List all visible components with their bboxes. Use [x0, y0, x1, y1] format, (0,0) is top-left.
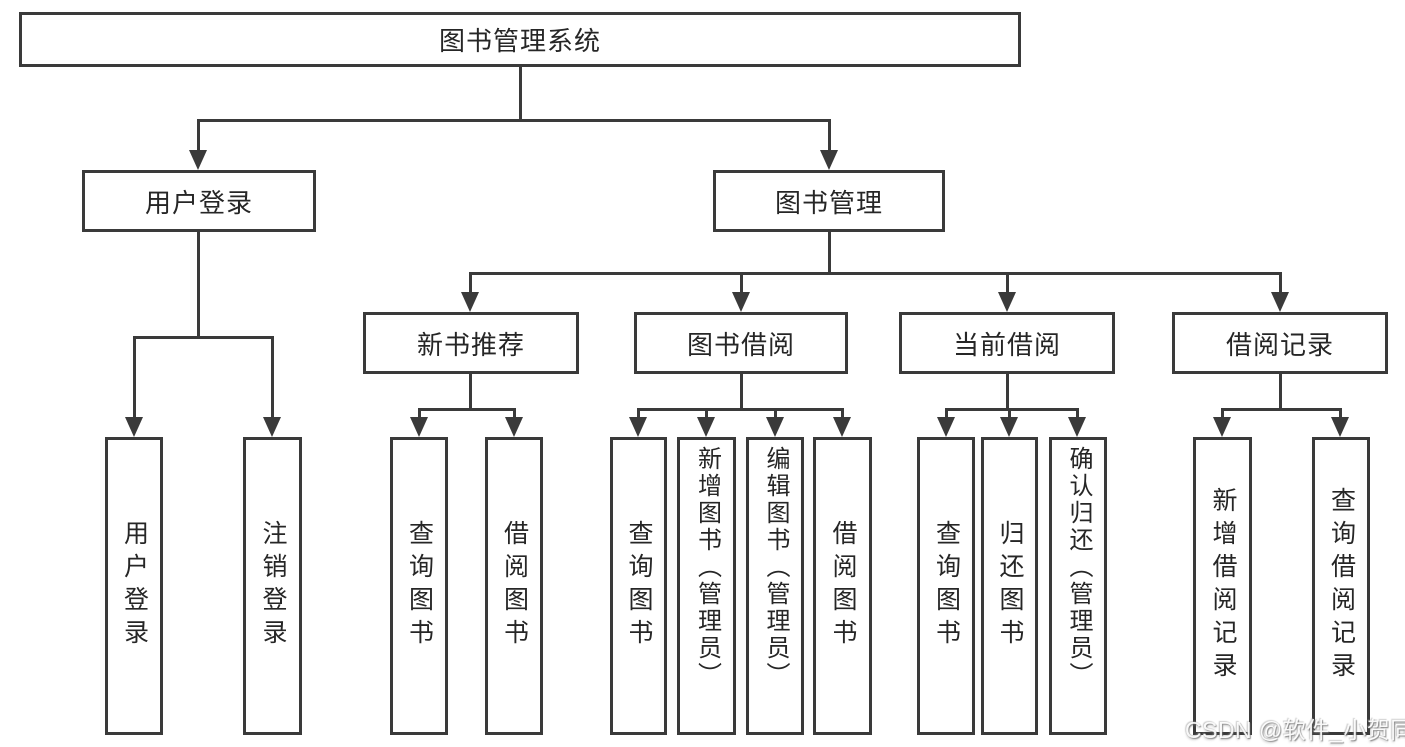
leaf-edit-books-admin-label: 编辑图书（管理员） [762, 446, 789, 689]
connector-line [1008, 408, 1011, 420]
leaf-confirm-return-admin: 确认归还（管理员） [1049, 437, 1107, 735]
connector-line [1076, 408, 1079, 420]
leaf-user-login: 用户登录 [105, 437, 163, 735]
leaf-borrow-borrow-books-label: 借阅图书 [829, 520, 857, 652]
leaf-add-books-admin: 新增图书（管理员） [677, 437, 736, 735]
leaf-return-books: 归还图书 [981, 437, 1038, 735]
leaf-recommend-query-books: 查询图书 [390, 437, 448, 735]
connector-line [469, 374, 472, 410]
node-new-book-recommend-label: 新书推荐 [416, 329, 525, 360]
connector-line [1279, 272, 1282, 294]
leaf-current-query-books-label: 查询图书 [932, 520, 961, 652]
connector-line [1006, 272, 1009, 294]
arrow-down-icon [505, 417, 523, 437]
connector-line [513, 408, 516, 420]
connector-line [1221, 408, 1342, 411]
connector-line [828, 232, 831, 275]
connector-line [841, 408, 844, 420]
arrow-down-icon [1000, 417, 1018, 437]
connector-line [197, 232, 200, 339]
arrow-down-icon [937, 417, 955, 437]
connector-line [197, 119, 200, 153]
node-book-management-label: 图书管理 [774, 187, 883, 218]
node-user-login: 用户登录 [82, 170, 316, 232]
arrow-down-icon [1068, 417, 1086, 437]
connector-line [198, 119, 831, 122]
leaf-current-query-books: 查询图书 [917, 437, 975, 735]
leaf-edit-books-admin: 编辑图书（管理员） [746, 437, 804, 735]
leaf-user-login-label: 用户登录 [120, 520, 149, 652]
connector-line [469, 272, 1282, 275]
arrow-down-icon [998, 292, 1016, 312]
leaf-borrow-query-books-label: 查询图书 [625, 520, 653, 652]
connector-line [1339, 408, 1342, 420]
arrow-down-icon [833, 417, 851, 437]
node-root-label: 图书管理系统 [438, 26, 601, 56]
connector-line [740, 374, 743, 410]
leaf-logout-label: 注销登录 [259, 520, 287, 652]
arrow-down-icon [1271, 292, 1289, 312]
connector-line [1221, 408, 1224, 420]
connector-line [418, 408, 421, 420]
node-borrow-records: 借阅记录 [1172, 312, 1388, 374]
arrow-down-icon [125, 417, 143, 437]
node-current-borrow: 当前借阅 [899, 312, 1115, 374]
node-borrow-records-label: 借阅记录 [1225, 329, 1334, 360]
node-root-system: 图书管理系统 [19, 12, 1021, 67]
arrow-down-icon [766, 417, 784, 437]
node-book-management: 图书管理 [713, 170, 945, 232]
arrow-down-icon [629, 417, 647, 437]
connector-line [828, 119, 831, 153]
leaf-return-books-label: 归还图书 [996, 520, 1024, 652]
arrow-down-icon [410, 417, 428, 437]
arrow-down-icon [1331, 417, 1349, 437]
arrow-down-icon [189, 150, 207, 170]
leaf-query-borrow-record: 查询借阅记录 [1312, 437, 1370, 735]
connector-line [1006, 374, 1009, 410]
node-current-borrow-label: 当前借阅 [952, 329, 1061, 360]
leaf-recommend-query-books-label: 查询图书 [405, 520, 434, 652]
arrow-down-icon [732, 292, 750, 312]
connector-line [1279, 374, 1282, 410]
leaf-logout: 注销登录 [243, 437, 302, 735]
connector-line [637, 408, 640, 420]
connector-line [637, 408, 844, 411]
connector-line [705, 408, 708, 420]
connector-line [133, 336, 136, 420]
connector-line [271, 336, 274, 420]
arrow-down-icon [461, 292, 479, 312]
leaf-confirm-return-admin-label: 确认归还（管理员） [1065, 446, 1092, 689]
connector-line [774, 408, 777, 420]
arrow-down-icon [263, 417, 281, 437]
leaf-add-books-admin-label: 新增图书（管理员） [693, 446, 721, 689]
leaf-recommend-borrow-books: 借阅图书 [485, 437, 543, 735]
connector-line [519, 67, 522, 121]
arrow-down-icon [697, 417, 715, 437]
connector-line [469, 272, 472, 294]
connector-line [945, 408, 948, 420]
leaf-recommend-borrow-books-label: 借阅图书 [500, 520, 529, 652]
node-book-borrow-label: 图书借阅 [686, 329, 795, 360]
connector-line [133, 336, 274, 339]
node-book-borrow: 图书借阅 [634, 312, 848, 374]
connector-line [945, 408, 1079, 411]
leaf-add-borrow-record: 新增借阅记录 [1193, 437, 1252, 735]
connector-line [740, 272, 743, 294]
leaf-query-borrow-record-label: 查询借阅记录 [1327, 487, 1356, 685]
csdn-watermark: CSDN @软件_小贺同学 [1185, 717, 1405, 743]
arrow-down-icon [820, 150, 838, 170]
connector-line [418, 408, 516, 411]
node-user-login-label: 用户登录 [144, 187, 253, 218]
leaf-borrow-borrow-books: 借阅图书 [813, 437, 872, 735]
leaf-borrow-query-books: 查询图书 [610, 437, 667, 735]
leaf-add-borrow-record-label: 新增借阅记录 [1209, 487, 1237, 685]
node-new-book-recommend: 新书推荐 [363, 312, 579, 374]
arrow-down-icon [1213, 417, 1231, 437]
